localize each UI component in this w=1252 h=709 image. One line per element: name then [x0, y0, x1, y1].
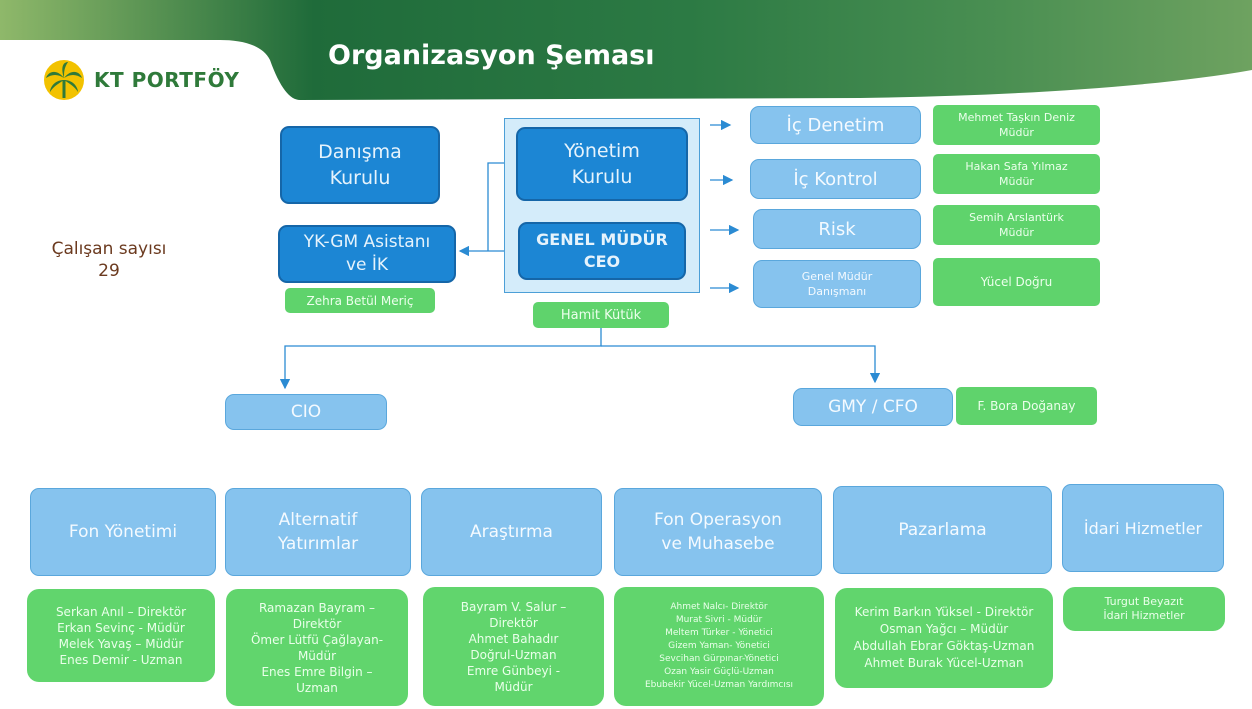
cfo-person: F. Bora Doğanay [956, 387, 1097, 425]
dept-administrative-staff: Turgut Beyazıt İdari Hizmetler [1063, 587, 1225, 631]
advisory-board-box: Danışma Kurulu [280, 126, 440, 204]
ceo-box: GENEL MÜDÜR CEO [518, 222, 686, 280]
internal-audit-box: İç Denetim [750, 106, 921, 144]
dept-marketing: Pazarlama [833, 486, 1052, 574]
risk-box: Risk [753, 209, 921, 249]
employee-count-value: 29 [98, 261, 120, 281]
brand-name: KT PORTFÖY [94, 68, 240, 92]
board-of-directors-box: Yönetim Kurulu [516, 127, 688, 201]
assistant-hr-box: YK-GM Asistanı ve İK [278, 225, 456, 283]
header-band [0, 0, 1252, 100]
internal-control-person: Hakan Safa Yılmaz Müdür [933, 154, 1100, 194]
risk-person: Semih Arslantürk Müdür [933, 205, 1100, 245]
dept-administrative-services: İdari Hizmetler [1062, 484, 1224, 572]
dept-fund-operations-accounting: Fon Operasyon ve Muhasebe [614, 488, 822, 576]
internal-control-box: İç Kontrol [750, 159, 921, 199]
dept-marketing-staff: Kerim Barkın Yüksel - Direktör Osman Yağ… [835, 588, 1053, 688]
employee-count: Çalışan sayısı 29 [44, 238, 174, 282]
page-title: Organizasyon Şeması [328, 40, 655, 71]
internal-audit-person: Mehmet Taşkın Deniz Müdür [933, 105, 1100, 145]
cio-box: CIO [225, 394, 387, 430]
dept-fund-management-staff: Serkan Anıl – Direktör Erkan Sevinç - Mü… [27, 589, 215, 682]
gm-advisor-person: Yücel Doğru [933, 258, 1100, 306]
employee-count-label: Çalışan sayısı [51, 239, 167, 259]
dept-research: Araştırma [421, 488, 602, 576]
dept-fund-management: Fon Yönetimi [30, 488, 216, 576]
dept-research-staff: Bayram V. Salur – Direktör Ahmet Bahadır… [423, 587, 604, 706]
header-banner: KT PORTFÖY Organizasyon Şeması [0, 0, 1252, 108]
cfo-box: GMY / CFO [793, 388, 953, 426]
ceo-person-label: Hamit Kütük [533, 302, 669, 328]
dept-alternative-investments: Alternatif Yatırımlar [225, 488, 411, 576]
assistant-person-label: Zehra Betül Meriç [285, 288, 435, 313]
dept-fund-operations-staff: Ahmet Nalcı- Direktör Murat Sivri - Müdü… [614, 587, 824, 706]
dept-alternative-investments-staff: Ramazan Bayram – Direktör Ömer Lütfü Çağ… [226, 589, 408, 706]
kt-portfoy-logo: KT PORTFÖY [42, 58, 262, 100]
palm-logo-icon [44, 60, 84, 100]
gm-advisor-box: Genel Müdür Danışmanı [753, 260, 921, 308]
